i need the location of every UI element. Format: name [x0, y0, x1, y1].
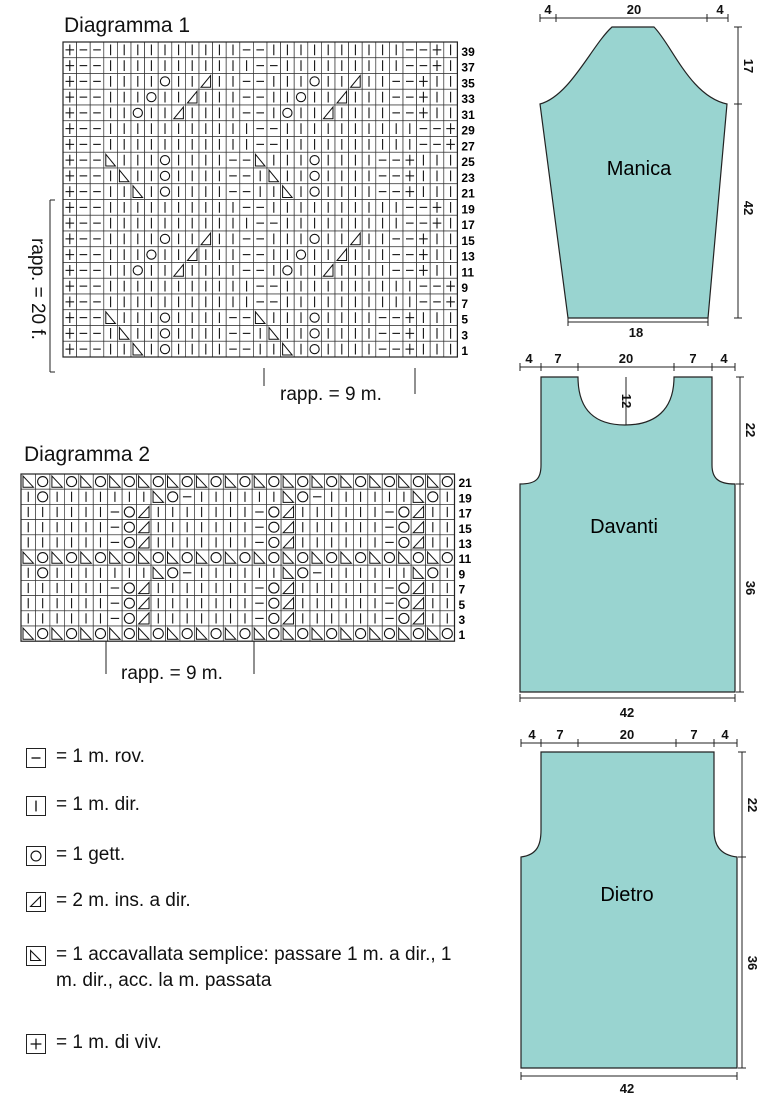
diagram2-row-number: 7 — [459, 583, 466, 597]
back-shape — [520, 751, 738, 1069]
diagram2-row-number: 19 — [459, 491, 473, 505]
edge-stitch-symbol-icon — [26, 1034, 46, 1054]
diagram1-row-number: 5 — [461, 313, 468, 327]
legend-text-yarn-over: = 1 gett. — [56, 844, 126, 865]
front-dim-bottom: 42 — [620, 705, 634, 720]
diagram2-row-number: 5 — [459, 598, 466, 612]
sleeve-dim-top-left: 4 — [544, 2, 552, 17]
back-label: Dietro — [600, 884, 653, 906]
diagram2-row-number: 17 — [459, 507, 473, 521]
k2tog-symbol-icon — [26, 892, 46, 912]
legend-text-knit: = 1 m. dir. — [56, 794, 140, 815]
diagram1-row-number: 31 — [461, 108, 475, 122]
diagram1-row-number: 11 — [461, 265, 474, 279]
diagram1-row-number: 19 — [461, 202, 475, 216]
diagram1-row-number: 33 — [461, 92, 475, 106]
sleeve-dim-top-right: 4 — [716, 2, 724, 17]
back-dim-armhole: 22 — [745, 798, 760, 812]
diagram2-cells — [20, 473, 455, 642]
diagram1-row-number: 13 — [461, 250, 475, 264]
front-schematic: Davanti — [519, 376, 736, 693]
diagram1-cells — [62, 41, 458, 358]
legend-item-yarn-over: = 1 gett. — [26, 844, 126, 868]
sleeve-dim-top-center: 20 — [627, 2, 641, 17]
knit-symbol-icon — [26, 796, 46, 816]
legend-item-edge-stitch: = 1 m. di viv. — [26, 1032, 162, 1056]
back-dim-bottom: 42 — [620, 1081, 634, 1096]
sleeve-dim-length: 42 — [741, 201, 756, 215]
diagram1-row-number: 1 — [461, 344, 468, 358]
purl-symbol-icon — [26, 748, 46, 768]
legend-item-k2tog: = 2 m. ins. a dir. — [26, 890, 191, 914]
diagram2-row-number: 13 — [459, 537, 473, 551]
sleeve-schematic: Manica — [539, 26, 728, 319]
back-dim-top-1: 4 — [528, 727, 536, 742]
front-dim-neck-depth: 12 — [619, 394, 634, 408]
skp-symbol-icon — [26, 946, 46, 966]
front-dim-top-2: 7 — [554, 351, 561, 366]
diagram1-row-number: 23 — [461, 171, 475, 185]
front-dim-top-5: 4 — [720, 351, 728, 366]
sleeve-dim-cap-height: 17 — [741, 59, 756, 73]
diagram1-row-number: 21 — [461, 187, 475, 201]
diagram1-row-number: 35 — [461, 76, 475, 90]
sleeve-dim-bottom: 18 — [629, 325, 643, 340]
front-label: Davanti — [590, 516, 658, 538]
diagram1-row-number: 27 — [461, 139, 475, 153]
diagram2-row-number: 9 — [459, 567, 466, 581]
front-dim-armhole: 22 — [743, 423, 758, 437]
front-dim-top-3: 20 — [619, 351, 633, 366]
diagram1-row-number: 17 — [461, 218, 475, 232]
legend-text-k2tog: = 2 m. ins. a dir. — [56, 890, 191, 911]
diagram1-row-number: 25 — [461, 155, 475, 169]
back-dim-top-4: 7 — [690, 727, 697, 742]
back-dim-top-5: 4 — [721, 727, 729, 742]
diagram2-row-number: 1 — [459, 628, 466, 642]
diagram1-row-number: 3 — [461, 328, 468, 342]
back-dim-top-3: 20 — [620, 727, 634, 742]
legend-item-skp: = 1 accavallata semplice: passare 1 m. a… — [26, 944, 476, 994]
diagram1-row-number: 7 — [461, 297, 468, 311]
legend-text-edge-stitch: = 1 m. di viv. — [56, 1032, 162, 1053]
diagram1-row-number: 37 — [461, 61, 475, 75]
diagram2-row-number: 21 — [459, 476, 473, 490]
legend-item-purl: = 1 m. rov. — [26, 746, 145, 770]
diagram1-stitch-repeat-label: rapp. = 9 m. — [280, 384, 382, 405]
front-dim-body: 36 — [743, 581, 758, 595]
back-dim-body: 36 — [745, 956, 760, 970]
diagram1-title: Diagramma 1 — [64, 14, 191, 37]
diagram1-row-number: 9 — [461, 281, 468, 295]
back-dim-top-2: 7 — [556, 727, 563, 742]
diagram1-row-number: 29 — [461, 124, 475, 138]
diagram2-row-number: 3 — [459, 613, 466, 627]
sleeve-shape — [539, 26, 728, 319]
back-schematic: Dietro — [520, 751, 738, 1069]
diagram2-row-number: 15 — [459, 522, 473, 536]
diagram1-row-number: 15 — [461, 234, 475, 248]
front-dim-top-1: 4 — [525, 351, 533, 366]
yarn-over-symbol-icon — [26, 846, 46, 866]
front-shape — [519, 376, 736, 693]
diagram2-row-number: 11 — [459, 552, 472, 566]
sleeve-label: Manica — [607, 158, 672, 180]
legend-text-skp: = 1 accavallata semplice: passare 1 m. a… — [56, 944, 452, 991]
diagram2-stitch-repeat-label: rapp. = 9 m. — [121, 663, 223, 684]
diagram2-title: Diagramma 2 — [24, 443, 151, 466]
legend-item-knit: = 1 m. dir. — [26, 794, 140, 818]
diagram1-row-number: 39 — [461, 45, 475, 59]
legend-text-purl: = 1 m. rov. — [56, 746, 145, 767]
front-dim-top-4: 7 — [689, 351, 696, 366]
